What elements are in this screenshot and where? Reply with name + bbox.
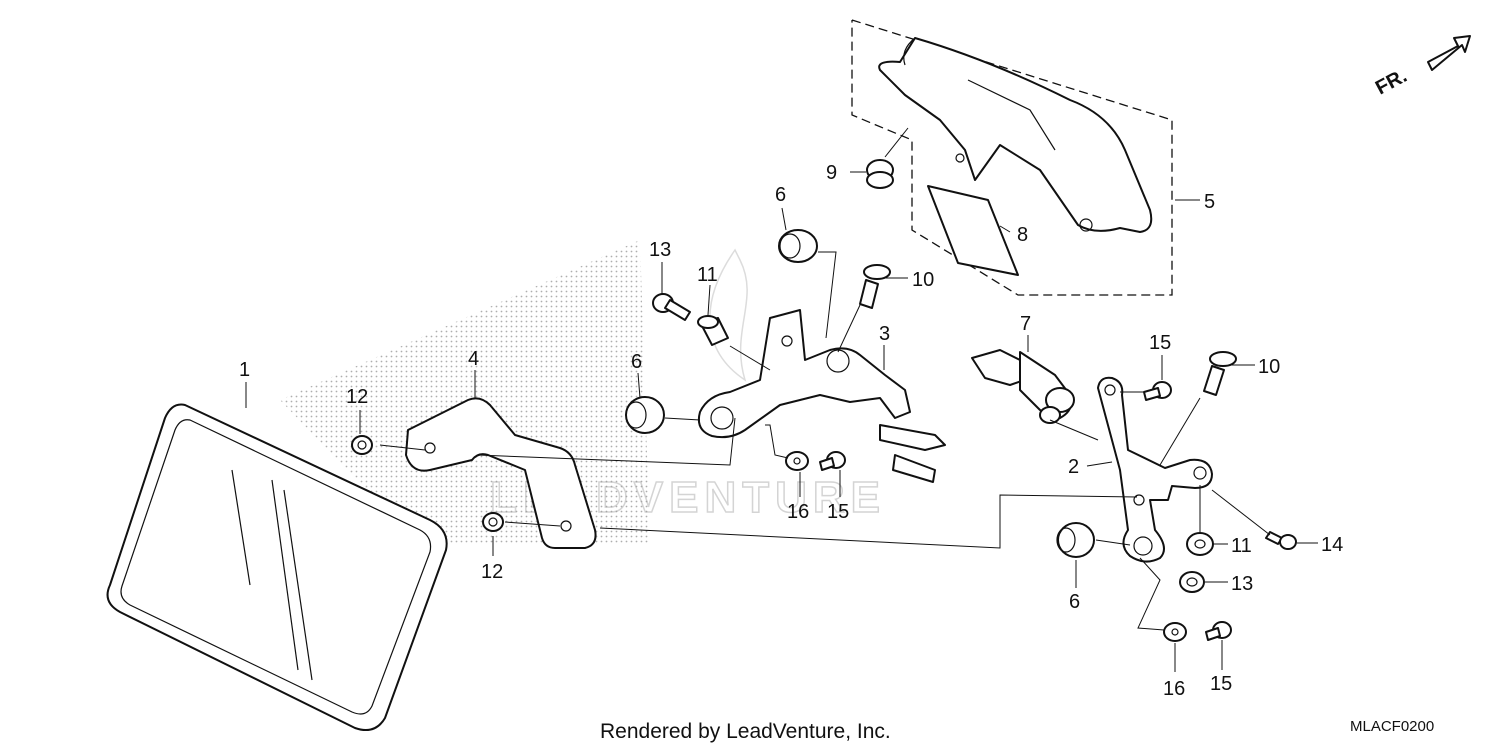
render-credit: Rendered by LeadVenture, Inc. — [600, 720, 891, 743]
part-15-screw-a — [819, 451, 846, 471]
label-part-4: 4 — [468, 348, 479, 370]
front-direction-arrow-icon: FR. — [1372, 35, 1471, 100]
assembly-dashed-outline — [851, 19, 1173, 296]
part-3-stay — [697, 309, 946, 483]
diagram-code: MLACF0200 — [1350, 718, 1434, 735]
label-part-16-right: 16 — [1163, 678, 1185, 700]
part-14-screw — [1265, 531, 1297, 550]
part-16-washer-a — [785, 451, 809, 471]
part-5-cover — [878, 37, 1153, 233]
label-part-15-left: 15 — [827, 501, 849, 523]
part-12-grommet-top — [351, 435, 373, 455]
label-part-12-top: 12 — [346, 386, 368, 408]
label-part-1: 1 — [239, 359, 250, 381]
label-part-6-bottom: 6 — [1069, 591, 1080, 613]
label-part-9: 9 — [826, 162, 837, 184]
part-10-bolt-b — [1203, 351, 1237, 396]
watermark-flame-icon — [709, 248, 748, 382]
part-7-socket — [971, 349, 1075, 424]
label-part-13-right: 13 — [1231, 573, 1253, 595]
label-part-8: 8 — [1017, 224, 1028, 246]
part-10-bolt-a — [859, 264, 891, 309]
label-part-7: 7 — [1020, 313, 1031, 335]
label-part-6-top: 6 — [775, 184, 786, 206]
part-1-lens — [106, 403, 448, 731]
front-direction-label: FR. — [1372, 65, 1411, 100]
part-12-grommet-bottom — [482, 512, 504, 532]
label-part-15-top-right: 15 — [1149, 332, 1171, 354]
part-number-labels: 1 2 3 4 5 6 6 6 7 8 9 10 10 11 11 12 12 … — [239, 162, 1343, 700]
label-part-14: 14 — [1321, 534, 1343, 556]
part-4-bracket — [405, 397, 597, 549]
label-part-11-right: 11 — [1231, 535, 1252, 557]
label-part-11-left: 11 — [697, 264, 718, 286]
part-8-reflector — [927, 185, 1019, 276]
part-6-collar-c — [1056, 522, 1095, 558]
part-13-nut-b — [1179, 571, 1205, 593]
part-2-stay — [1097, 376, 1213, 563]
part-11-collar-a — [697, 315, 729, 346]
label-part-3: 3 — [879, 323, 890, 345]
label-part-10-left: 10 — [912, 269, 934, 291]
part-6-collar-a — [778, 229, 818, 263]
label-part-15-bottom-right: 15 — [1210, 673, 1232, 695]
part-11-collar-b — [1186, 532, 1214, 556]
part-15-screw-c — [1205, 621, 1232, 641]
label-part-2: 2 — [1068, 456, 1079, 478]
label-part-6-middle: 6 — [631, 351, 642, 373]
part-13-screw-a — [652, 293, 691, 321]
label-part-12-bottom: 12 — [481, 561, 503, 583]
leader-lines — [245, 127, 1318, 672]
label-part-5: 5 — [1204, 191, 1215, 213]
label-part-16-left: 16 — [787, 501, 809, 523]
part-6-collar-b — [625, 396, 665, 434]
label-part-13-left: 13 — [649, 239, 671, 261]
part-9-grommet — [866, 159, 894, 189]
label-part-10-right: 10 — [1258, 356, 1280, 378]
part-15-screw-b — [1143, 381, 1172, 401]
part-16-washer-b — [1163, 622, 1187, 642]
